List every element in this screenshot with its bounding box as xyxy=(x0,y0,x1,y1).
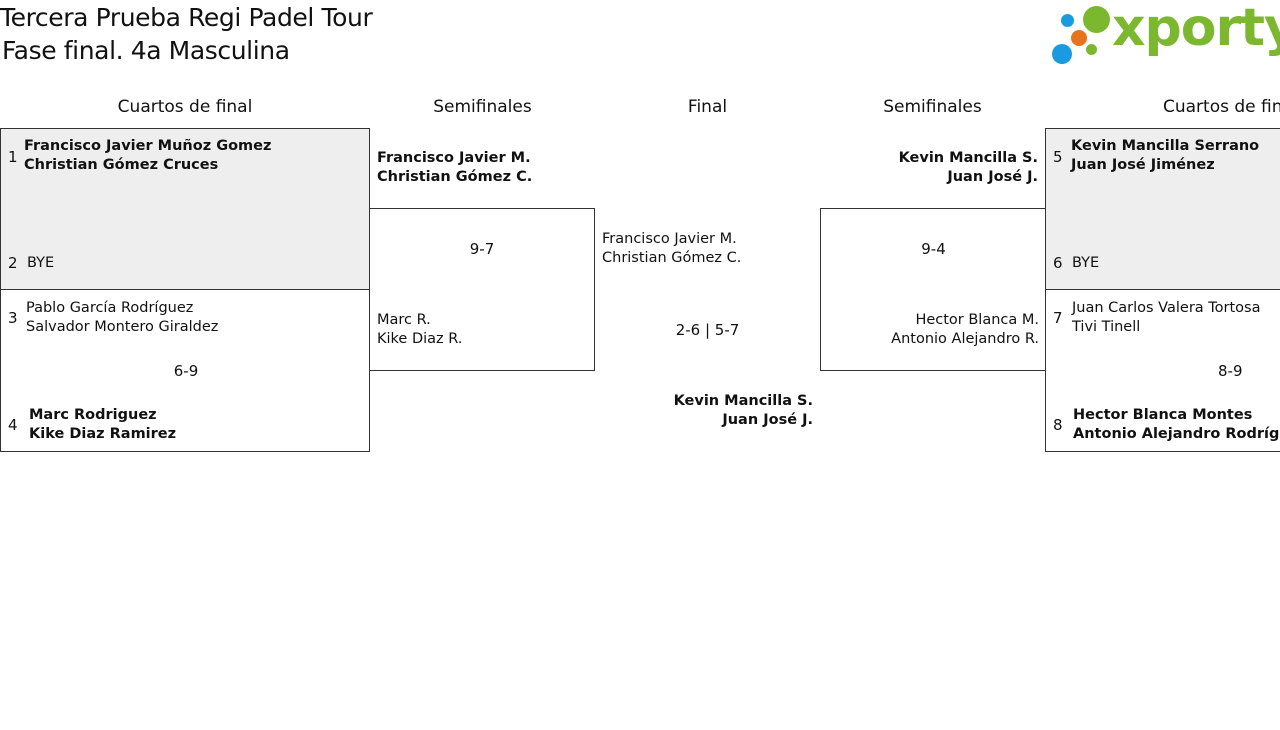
page-title: Tercera Prueba Regi Padel Tour xyxy=(0,3,373,32)
logo-dot-blue-small-icon xyxy=(1061,14,1074,27)
player-name: Juan José J. xyxy=(722,412,813,428)
player-name: Juan José J. xyxy=(947,169,1038,185)
player-name: BYE xyxy=(27,255,55,271)
team-entry: Juan Carlos Valera Tortosa Tivi Tinell xyxy=(1072,299,1261,337)
match-score: 9-7 xyxy=(469,240,495,258)
seed-number: 8 xyxy=(1053,416,1063,434)
round-header-right-semis: Semifinales xyxy=(883,97,982,117)
seed-number: 1 xyxy=(8,148,18,166)
team-entry: Francisco Javier Muñoz Gomez Christian G… xyxy=(24,137,271,175)
player-name: Christian Gómez C. xyxy=(602,250,742,266)
player-name: Kevin Mancilla S. xyxy=(898,150,1038,166)
player-name: Hector Blanca M. xyxy=(915,312,1039,328)
logo-dot-orange-icon xyxy=(1071,30,1087,46)
round-header-left-semis: Semifinales xyxy=(433,97,532,117)
player-name: Christian Gómez C. xyxy=(377,169,533,185)
team-entry: Hector Blanca Montes Antonio Alejandro R… xyxy=(1073,406,1280,444)
player-name: Marc R. xyxy=(377,312,431,328)
round-header-final: Final xyxy=(687,97,728,117)
player-name: Antonio Alejandro Rodríguez xyxy=(1073,426,1280,442)
player-name: Marc Rodriguez xyxy=(29,407,157,423)
final-score: 2-6 | 5-7 xyxy=(675,321,740,339)
player-name: Kevin Mancilla Serrano xyxy=(1071,138,1260,154)
final-team-b: Kevin Mancilla S. Juan José J. xyxy=(595,392,813,430)
match-score: 6-9 xyxy=(173,362,199,380)
seed-number: 7 xyxy=(1053,309,1063,327)
seed-number: 2 xyxy=(8,254,18,272)
team-entry: Marc Rodriguez Kike Diaz Ramirez xyxy=(29,406,176,444)
seed-number: 5 xyxy=(1053,148,1063,166)
logo-dot-green-small-icon xyxy=(1086,44,1097,55)
logo-dot-green-icon xyxy=(1083,6,1110,33)
right-semi-match[interactable]: 9-4 Hector Blanca M. Antonio Alejandro R… xyxy=(820,208,1046,371)
right-semi-team-a: Kevin Mancilla S. Juan José J. xyxy=(820,149,1038,187)
player-name: Hector Blanca Montes xyxy=(1073,407,1253,423)
right-quarter-match-2[interactable]: 7 Juan Carlos Valera Tortosa Tivi Tinell… xyxy=(1045,289,1280,452)
player-name: Kike Diaz R. xyxy=(377,331,463,347)
player-name: Antonio Alejandro R. xyxy=(891,331,1039,347)
xporty-logo: xporty xyxy=(1050,0,1280,68)
player-name: Salvador Montero Giraldez xyxy=(26,319,219,335)
left-semi-match[interactable]: 9-7 Marc R. Kike Diaz R. xyxy=(369,208,595,371)
seed-number: 6 xyxy=(1053,254,1063,272)
left-quarter-match-2[interactable]: 3 Pablo García Rodríguez Salvador Monter… xyxy=(0,289,370,452)
round-header-left-quarters: Cuartos de final xyxy=(117,97,253,117)
page-subtitle: Fase final. 4a Masculina xyxy=(2,36,290,65)
logo-dot-blue-large-icon xyxy=(1052,44,1072,64)
player-name: Francisco Javier M. xyxy=(377,150,531,166)
final-team-a: Francisco Javier M. Christian Gómez C. xyxy=(602,230,741,268)
player-name: Juan Carlos Valera Tortosa xyxy=(1072,300,1261,316)
left-semi-team-a: Francisco Javier M. Christian Gómez C. xyxy=(377,149,532,187)
team-entry: Kevin Mancilla Serrano Juan José Jiménez xyxy=(1071,137,1259,175)
team-entry: Pablo García Rodríguez Salvador Montero … xyxy=(26,299,218,337)
player-name: Kevin Mancilla S. xyxy=(673,393,813,409)
left-semi-team-b: Marc R. Kike Diaz R. xyxy=(377,311,462,349)
match-score: 8-9 xyxy=(1218,362,1243,380)
player-name: Francisco Javier Muñoz Gomez xyxy=(24,138,272,154)
player-name: Juan José Jiménez xyxy=(1071,157,1215,173)
player-name: Pablo García Rodríguez xyxy=(26,300,194,316)
player-name: Christian Gómez Cruces xyxy=(24,157,219,173)
left-quarter-match-1[interactable]: 1 Francisco Javier Muñoz Gomez Christian… xyxy=(0,128,370,290)
logo-text: xporty xyxy=(1112,0,1280,58)
seed-number: 3 xyxy=(8,309,18,327)
seed-number: 4 xyxy=(8,416,18,434)
match-score: 9-4 xyxy=(921,240,946,258)
right-quarter-match-1[interactable]: 5 Kevin Mancilla Serrano Juan José Jimén… xyxy=(1045,128,1280,290)
player-name: Francisco Javier M. xyxy=(602,231,737,247)
player-name: BYE xyxy=(1072,255,1100,271)
player-name: Tivi Tinell xyxy=(1072,319,1141,335)
right-semi-team-b: Hector Blanca M. Antonio Alejandro R. xyxy=(821,311,1039,349)
round-header-right-quarters: Cuartos de final xyxy=(1163,97,1280,117)
player-name: Kike Diaz Ramirez xyxy=(29,426,177,442)
